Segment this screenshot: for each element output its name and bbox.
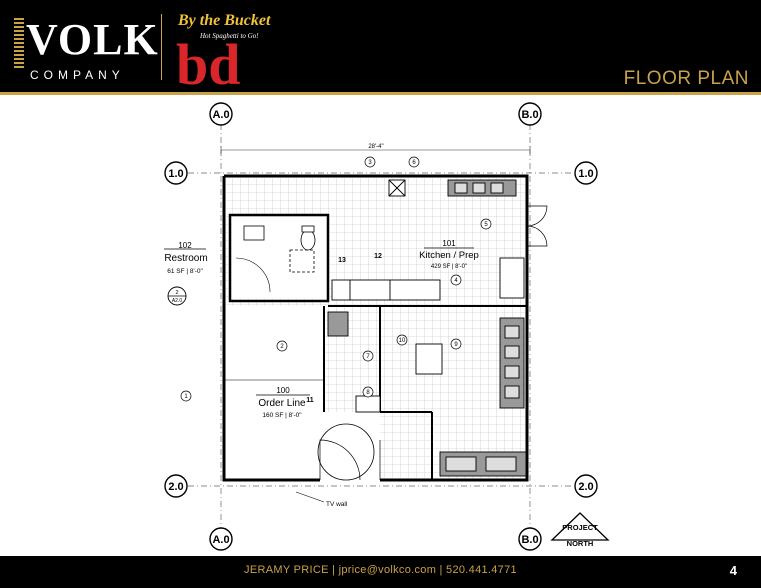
keynote-tag-5: 5 (480, 218, 492, 230)
svg-text:429 SF | 8'-0": 429 SF | 8'-0" (431, 264, 467, 270)
svg-text:5: 5 (484, 222, 488, 228)
header-bar: VOLK COMPANY By the Bucket Hot Spaghetti… (0, 0, 761, 92)
svg-text:2.0: 2.0 (168, 481, 183, 493)
restroom-walls (228, 213, 330, 303)
svg-text:B.0: B.0 (521, 109, 538, 121)
logo-wordmark: VOLK (26, 15, 159, 64)
volk-logo: VOLK COMPANY (14, 14, 158, 84)
svg-text:NORTH: NORTH (567, 539, 594, 548)
svg-text:10: 10 (399, 338, 406, 344)
svg-text:8: 8 (366, 390, 370, 396)
logo-divider (161, 14, 162, 80)
svg-text:102: 102 (178, 241, 192, 250)
grid-bubble-a-top: A.0 (209, 102, 233, 126)
grid-bubble-b-top: B.0 (518, 102, 542, 126)
kitchen-equipment (327, 179, 527, 477)
svg-text:PROJECT: PROJECT (562, 523, 598, 532)
logo-company: COMPANY (30, 68, 125, 82)
keynote-tag-12: 12 (374, 253, 382, 260)
interior-partitions (224, 305, 526, 480)
keynote-tag-11: 11 (306, 397, 314, 404)
svg-text:1.0: 1.0 (168, 168, 183, 180)
svg-text:Restroom: Restroom (164, 253, 207, 264)
svg-text:100: 100 (276, 386, 290, 395)
tv-wall-callout: TV wall (295, 491, 348, 508)
keynote-tags: 1 2 3 4 5 6 7 8 9 10 11 12 13 (180, 156, 492, 404)
keynote-tag-7: 7 (362, 350, 374, 362)
restroom-fixtures (235, 225, 316, 293)
keynote-tag-13: 13 (338, 257, 346, 264)
svg-text:2: 2 (175, 290, 178, 296)
bucket-logo-title: By the Bucket (178, 12, 271, 29)
floor-plan-drawing: A.0 B.0 A.0 B.0 1.0 1.0 2.0 2.0 28'-4" (164, 102, 610, 551)
svg-text:160 SF | 8'-0": 160 SF | 8'-0" (262, 412, 302, 419)
grid-bubble-1-left: 1.0 (164, 161, 188, 185)
svg-text:A.0: A.0 (212, 534, 229, 546)
svg-text:11: 11 (306, 397, 314, 404)
svg-text:61 SF | 8'-0": 61 SF | 8'-0" (167, 268, 203, 275)
svg-text:13: 13 (338, 257, 346, 264)
door-swings (319, 205, 548, 481)
keynote-tag-8: 8 (362, 386, 374, 398)
svg-text:1: 1 (184, 394, 188, 400)
logo-stripes (14, 18, 24, 70)
north-arrow: PROJECT NORTH (550, 512, 610, 548)
svg-text:6: 6 (412, 160, 416, 166)
keynote-tag-4: 4 (450, 274, 462, 286)
keynote-tag-2: 2 (276, 340, 288, 352)
bd-logo-mark: bd (176, 32, 241, 88)
svg-text:3: 3 (368, 160, 372, 166)
grid-bubble-1-right: 1.0 (574, 161, 598, 185)
keynote-tag-9: 9 (450, 338, 462, 350)
room-label-kitchen: 101 Kitchen / Prep 429 SF | 8'-0" (419, 239, 479, 270)
keynote-tag-1: 1 (180, 390, 192, 402)
room-label-restroom: 102 Restroom 61 SF | 8'-0" (164, 241, 208, 275)
grid-bubble-2-right: 2.0 (574, 474, 598, 498)
bucket-logo-subtitle: Hot Spaghetti to Go! (200, 32, 259, 40)
svg-text:4: 4 (454, 278, 458, 284)
svg-text:TV wall: TV wall (326, 501, 348, 508)
keynote-tag-3: 3 (364, 156, 376, 168)
svg-text:7: 7 (366, 354, 370, 360)
page-title: FLOOR PLAN (623, 68, 749, 89)
svg-text:9: 9 (454, 342, 458, 348)
svg-text:1.0: 1.0 (578, 168, 593, 180)
keynote-tag-6: 6 (408, 156, 420, 168)
svg-text:2: 2 (280, 344, 284, 350)
svg-text:12: 12 (374, 253, 382, 260)
footer-bar: JERAMY PRICE | jprice@volkco.com | 520.4… (0, 556, 761, 588)
svg-text:A.0: A.0 (212, 109, 229, 121)
entry-vestibule-circle (317, 423, 375, 481)
grid-bubble-a-bottom: A.0 (209, 527, 233, 551)
keynote-tag-10: 10 (396, 334, 408, 346)
grid-lines (188, 124, 574, 528)
svg-text:2.0: 2.0 (578, 481, 593, 493)
svg-text:B.0: B.0 (521, 534, 538, 546)
footer-contact: JERAMY PRICE | jprice@volkco.com | 520.4… (244, 564, 517, 576)
bd-letters: bd (176, 32, 241, 88)
overall-dimension: 28'-4" (220, 144, 531, 154)
svg-text:101: 101 (442, 239, 456, 248)
svg-text:28'-4": 28'-4" (368, 144, 383, 150)
page-number: 4 (729, 563, 737, 578)
svg-text:A2.0: A2.0 (172, 298, 183, 304)
section-marker: 2 A2.0 (167, 286, 187, 306)
room-label-order-line: 100 Order Line 160 SF | 8'-0" (256, 386, 310, 419)
svg-text:Order Line: Order Line (258, 398, 306, 409)
svg-text:Kitchen / Prep: Kitchen / Prep (419, 250, 479, 261)
grid-bubble-2-left: 2.0 (164, 474, 188, 498)
grid-bubble-b-bottom: B.0 (518, 527, 542, 551)
header-gold-rule (0, 92, 761, 95)
exterior-walls (222, 174, 529, 482)
